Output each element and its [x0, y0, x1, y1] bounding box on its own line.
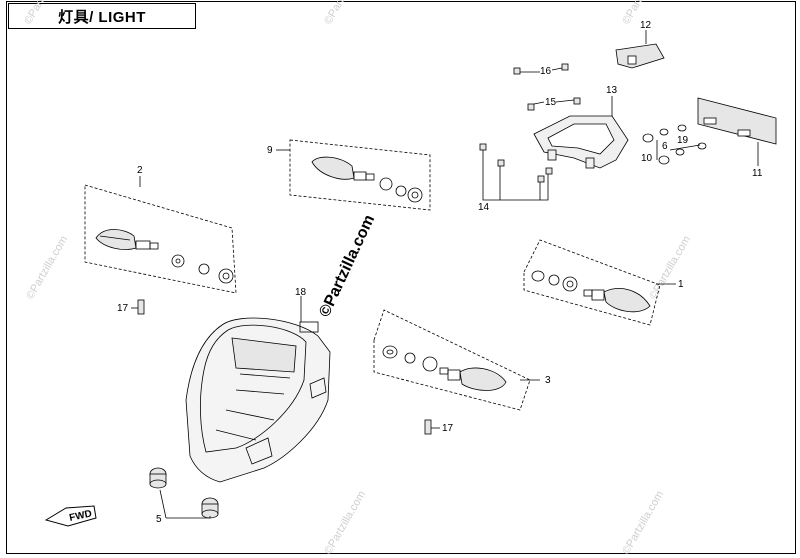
fwd-label: FWD — [68, 508, 93, 523]
callout-6: 6 — [662, 141, 668, 152]
callout-11: 11 — [752, 168, 763, 179]
callout-14: 14 — [478, 202, 490, 213]
brand-watermark: ©Partzilla.com — [316, 212, 378, 319]
watermark-5: ©Partzilla.com — [647, 234, 693, 302]
fwd-arrow — [44, 505, 97, 527]
watermark-2: ©Partzilla.com — [322, 0, 368, 27]
watermark-7: ©Partzilla.com — [620, 489, 666, 557]
bracket-13 — [533, 115, 629, 169]
callout-3: 3 — [545, 375, 551, 386]
callout-10: 10 — [641, 153, 653, 164]
watermark-1: ©Partzilla.com — [22, 0, 68, 27]
callout-15: 15 — [545, 97, 557, 108]
washer-set — [642, 124, 707, 165]
turn-signal-group-9 — [289, 139, 431, 211]
bolt-16 — [513, 63, 569, 75]
turn-signal-group-1 — [523, 239, 661, 326]
title-box: 灯具/ LIGHT — [8, 3, 196, 29]
callout-19: 19 — [677, 135, 689, 146]
callout-5: 5 — [156, 514, 162, 525]
diagram-frame — [6, 1, 796, 554]
watermark-6: ©Partzilla.com — [322, 489, 368, 557]
grommet-5-b — [201, 497, 219, 519]
callout-9: 9 — [267, 145, 273, 156]
callout-2: 2 — [137, 165, 143, 176]
reflector-plate-11 — [697, 97, 777, 145]
turn-signal-group-3 — [373, 309, 531, 411]
screw-17-right — [424, 419, 432, 435]
turn-signal-group-2 — [84, 184, 237, 294]
callout-12: 12 — [640, 20, 652, 31]
callout-18: 18 — [295, 287, 307, 298]
callout-1: 1 — [678, 279, 684, 290]
callout-13: 13 — [606, 85, 618, 96]
headlight-assembly-18 — [185, 317, 331, 483]
screw-17-left — [137, 299, 145, 315]
diagram-title: 灯具/ LIGHT — [58, 8, 146, 26]
callout-17-right: 17 — [442, 423, 454, 434]
license-light-12 — [615, 43, 665, 69]
grommet-5-a — [149, 467, 167, 489]
watermark-4: ©Partzilla.com — [24, 234, 70, 302]
nut-15 — [527, 97, 581, 111]
screw-14 — [479, 143, 553, 183]
callout-16: 16 — [540, 66, 552, 77]
callout-17-left: 17 — [117, 303, 129, 314]
